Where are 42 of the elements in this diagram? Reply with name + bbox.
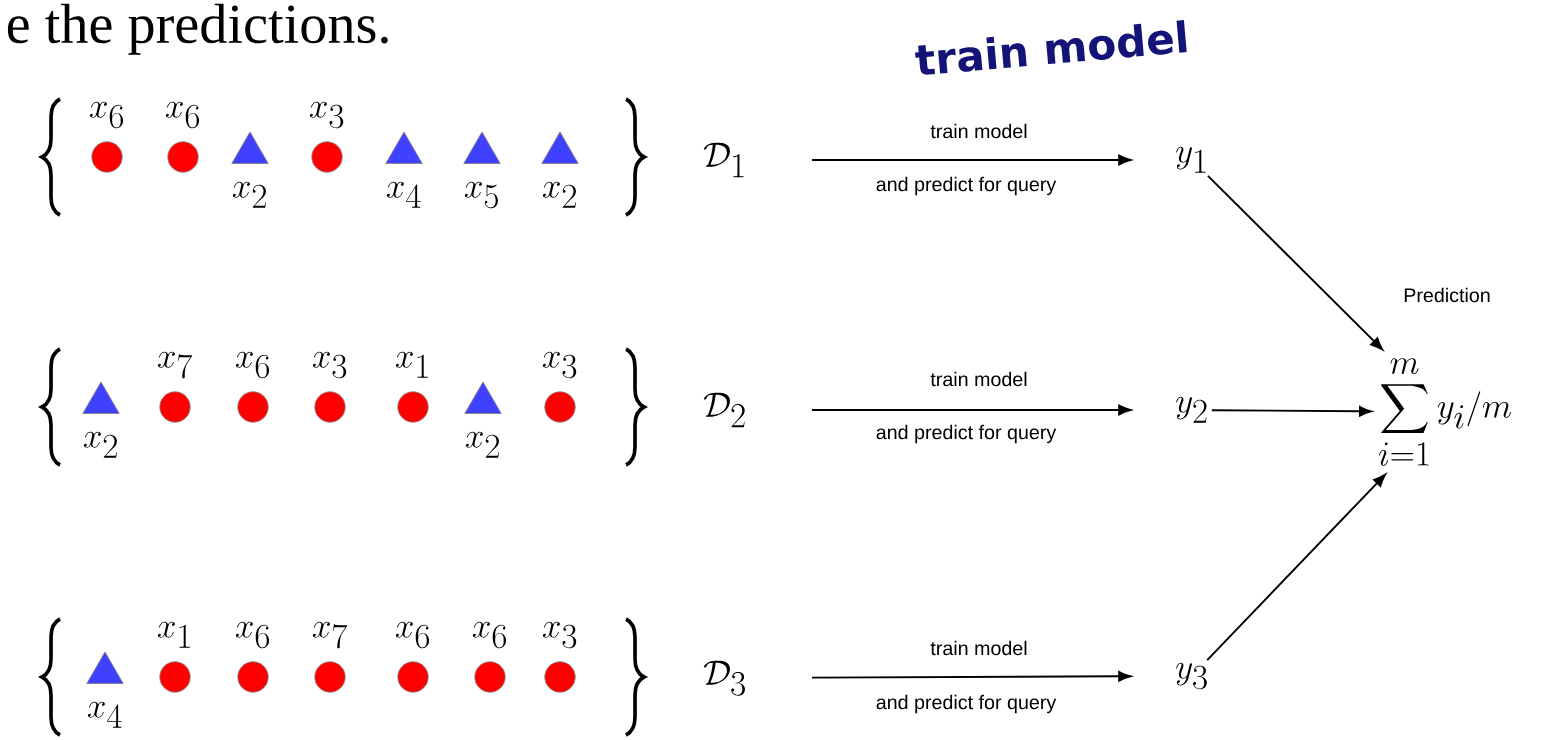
dataset-label: $\mathcal{D}_1$	[703, 142, 744, 178]
handwritten-note: train model	[915, 20, 1187, 75]
point-label: $x_6$	[89, 101, 124, 129]
point-label: $x_6$	[395, 621, 430, 649]
point-label: $x_4$	[87, 701, 122, 728]
point-label: $x_2$	[232, 181, 266, 208]
edge-label: train model	[928, 122, 1030, 140]
point-label: $x_3$	[309, 101, 344, 129]
arrow	[1206, 473, 1386, 662]
point-label: $x_3$	[542, 621, 577, 649]
point-label: $x_1$	[157, 621, 190, 648]
point-label: $x_3$	[542, 351, 577, 379]
edge-label: train model	[928, 370, 1030, 388]
caption-text: and predict for query	[874, 693, 1058, 715]
point-label: $x_1$	[395, 351, 428, 378]
arrow	[1206, 174, 1383, 351]
prediction-symbol: $y_2$	[1176, 396, 1207, 423]
prediction-symbol: $y_3$	[1176, 662, 1207, 690]
point-label: $x_7$	[157, 351, 193, 379]
point-label: $x_2$	[83, 431, 117, 458]
point-label: $x_6$	[235, 351, 270, 379]
caption-text: Prediction	[1404, 287, 1490, 303]
arrow	[810, 154, 1132, 166]
caption-text: and predict for query	[874, 423, 1058, 445]
sum-formula: $\sum_{i=1}^{m} y_i/m$	[1379, 358, 1511, 466]
caption-text: and predict for query	[874, 175, 1058, 197]
point-label: $x_6$	[165, 101, 200, 129]
point-label: $x_7$	[312, 621, 348, 649]
arrow	[810, 671, 1132, 682]
point-label: $x_2$	[465, 431, 499, 458]
edge-label: train model	[928, 639, 1030, 657]
arrow	[810, 404, 1132, 416]
prediction-symbol: $y_1$	[1176, 146, 1206, 173]
dataset-label: $\mathcal{D}_2$	[703, 392, 745, 428]
point-label: $x_6$	[472, 621, 507, 649]
point-label: $x_3$	[312, 351, 347, 379]
dataset-label: $\mathcal{D}_3$	[703, 660, 745, 696]
point-label: $x_5$	[464, 181, 498, 209]
point-label: $x_6$	[235, 621, 270, 649]
point-label: $x_2$	[542, 181, 576, 208]
heading-text: e the predictions.	[7, 3, 388, 55]
point-label: $x_4$	[386, 181, 421, 208]
